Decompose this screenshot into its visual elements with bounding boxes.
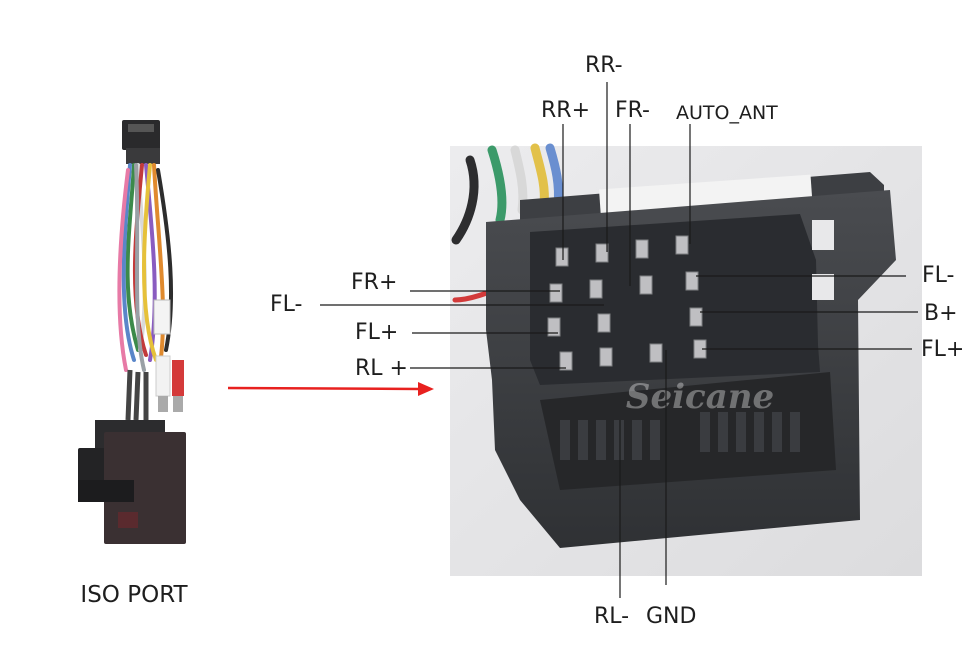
label-b-plus: B+ (924, 301, 958, 326)
red-arrow (227, 382, 434, 396)
watermark-text: Seicane (626, 377, 774, 417)
connector-photo (450, 143, 922, 576)
iso-port-label: ISO PORT (80, 582, 188, 608)
label-fr-plus: FR+ (351, 270, 398, 295)
label-gnd: GND (646, 604, 697, 629)
label-fr-minus: FR- (615, 98, 650, 123)
label-rr-minus: RR- (585, 53, 623, 78)
label-auto-ant: AUTO_ANT (676, 102, 778, 124)
leader-lines (320, 82, 918, 598)
label-rr-plus: RR+ (541, 98, 591, 123)
label-fl-minus-left: FL- (270, 292, 303, 317)
label-fl-plus-right: FL+ (921, 337, 965, 362)
label-fl-plus-left: FL+ (355, 320, 399, 345)
iso-port-harness-image (78, 120, 186, 544)
label-fl-minus-right: FL- (922, 263, 955, 288)
label-rl-minus: RL- (594, 604, 630, 629)
label-rl-plus: RL + (355, 356, 408, 381)
